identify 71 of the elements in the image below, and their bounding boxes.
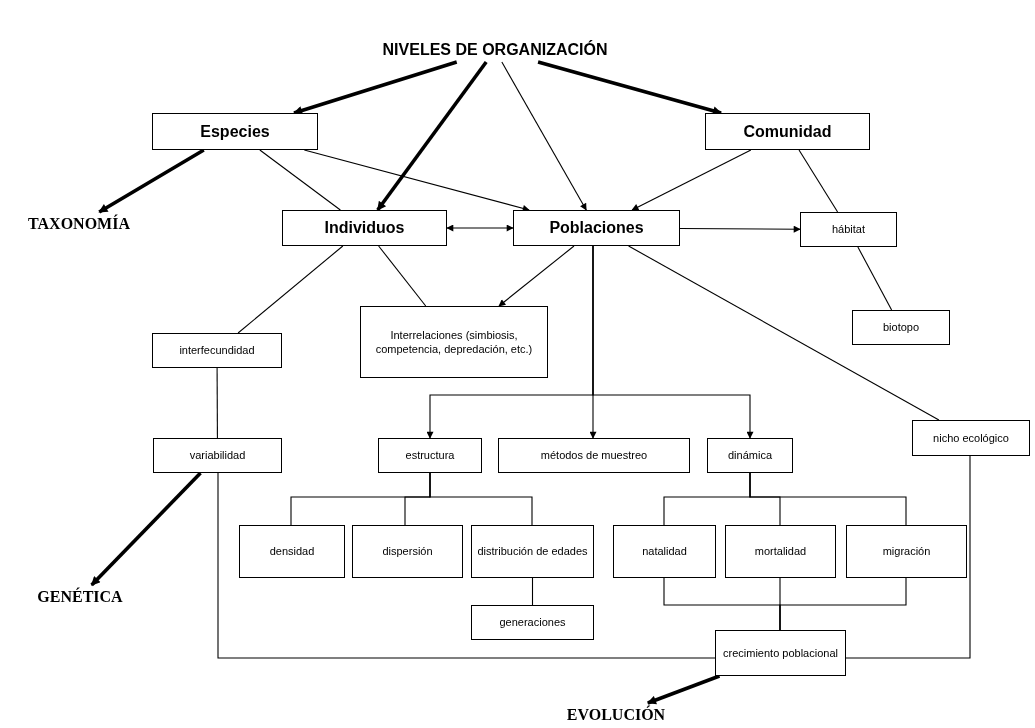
concept-box xyxy=(912,420,1030,456)
heading-text: NIVELES DE ORGANIZACIÓN xyxy=(335,38,655,62)
topic-text: GENÉTICA xyxy=(18,585,142,609)
box-label: Comunidad xyxy=(742,122,833,141)
box-label: Interrelaciones (simbiosis, competencia, depredación, etc.) xyxy=(374,327,534,357)
connector-line xyxy=(531,577,534,606)
concept-box xyxy=(846,525,967,578)
box-label: estructura xyxy=(404,448,456,463)
connector-line xyxy=(378,245,427,307)
concept-box xyxy=(153,438,282,473)
arrow xyxy=(501,61,587,211)
concept-box xyxy=(715,630,846,676)
arrow xyxy=(376,60,488,212)
box-label: Especies xyxy=(199,122,271,141)
concept-box xyxy=(152,333,282,368)
box-label: crecimiento poblacional xyxy=(722,645,839,661)
connector-line xyxy=(749,472,907,526)
box-label: densidad xyxy=(268,544,316,559)
topic-text: TAXONOMÍA xyxy=(8,212,150,236)
box-label: nicho ecológico xyxy=(932,430,1010,446)
arrow xyxy=(98,148,205,214)
connector-line xyxy=(237,245,344,334)
connector-line xyxy=(845,455,971,659)
arrow xyxy=(446,224,514,232)
connector-line xyxy=(857,246,893,311)
connector-line xyxy=(217,472,716,659)
arrow xyxy=(90,471,202,587)
arrow xyxy=(647,674,721,705)
connector-line xyxy=(216,367,218,439)
concept-box xyxy=(613,525,716,578)
concept-box xyxy=(707,438,793,473)
concept-box xyxy=(360,306,548,378)
box-label: natalidad xyxy=(641,544,688,559)
box-label: variabilidad xyxy=(188,448,247,463)
box-label: dinámica xyxy=(727,448,773,463)
box-label: interfecundidad xyxy=(178,343,256,358)
arrow xyxy=(293,60,458,115)
concept-box xyxy=(471,605,594,640)
connector-line xyxy=(259,149,341,211)
box-label: métodos de muestreo xyxy=(539,448,649,463)
concept-box xyxy=(352,525,463,578)
concept-box xyxy=(800,212,897,247)
connector-line xyxy=(798,149,839,213)
arrow xyxy=(631,149,752,211)
concept-box xyxy=(705,113,870,150)
concept-box xyxy=(378,438,482,473)
concept-box xyxy=(282,210,447,246)
connector-line xyxy=(429,472,533,526)
box-label: generaciones xyxy=(498,615,567,630)
concept-box xyxy=(471,525,594,578)
box-label: biotopo xyxy=(881,320,921,335)
box-label: Poblaciones xyxy=(548,219,645,237)
concept-box xyxy=(498,438,690,473)
box-label: hábitat xyxy=(831,222,866,237)
concept-box xyxy=(239,525,345,578)
arrow xyxy=(592,245,754,439)
concept-box xyxy=(852,310,950,345)
arrow xyxy=(498,245,575,307)
connector-line xyxy=(628,245,940,421)
box-label: dispersión xyxy=(381,544,434,559)
box-label: Individuos xyxy=(323,219,406,237)
concept-box xyxy=(513,210,680,246)
concept-box xyxy=(725,525,836,578)
arrow xyxy=(303,149,530,212)
box-label: distribución de edades xyxy=(476,544,589,559)
concept-box xyxy=(152,113,318,150)
box-label: migración xyxy=(881,544,932,559)
topic-text: EVOLUCIÓN xyxy=(545,703,687,727)
box-label: mortalidad xyxy=(753,544,808,559)
connector-line xyxy=(779,577,907,631)
arrow xyxy=(679,225,801,233)
